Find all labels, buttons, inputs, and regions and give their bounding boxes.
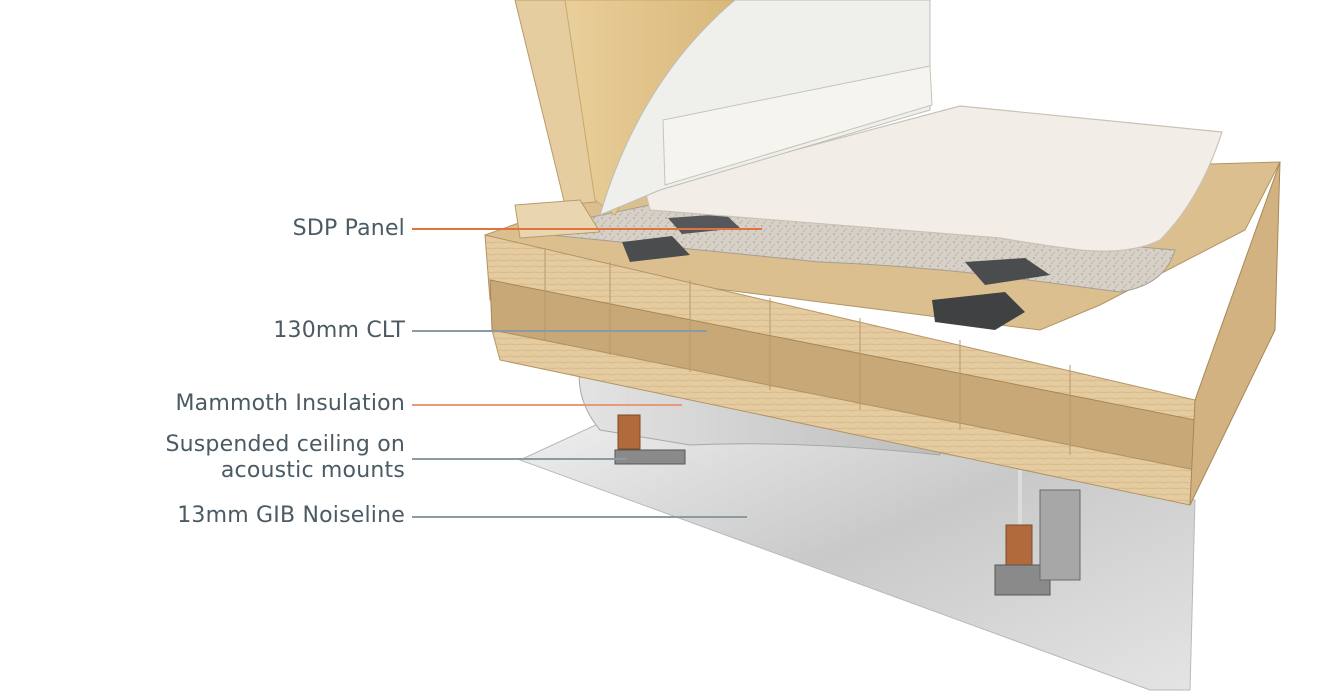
rubber-pad xyxy=(622,236,690,262)
label-suspended-ceiling: Suspended ceiling on acoustic mounts xyxy=(165,432,405,484)
leader-insulation xyxy=(412,404,682,406)
leader-sdp-panel xyxy=(412,228,762,230)
rubber-pad xyxy=(932,292,1025,330)
leader-clt xyxy=(412,330,707,332)
acoustic-mount-right xyxy=(994,470,1081,596)
leader-suspended-ceiling xyxy=(412,458,627,460)
label-clt: 130mm CLT xyxy=(273,318,405,343)
label-suspended-ceiling-line2: acoustic mounts xyxy=(220,458,405,483)
label-sdp-panel: SDP Panel xyxy=(292,216,405,241)
label-insulation: Mammoth Insulation xyxy=(175,391,405,416)
acoustic-mount-left xyxy=(614,360,686,465)
rubber-pad xyxy=(965,258,1050,285)
leader-gib xyxy=(412,516,747,518)
clt-right-face xyxy=(1189,161,1281,506)
label-suspended-ceiling-line1: Suspended ceiling on xyxy=(165,432,405,457)
skirting-board xyxy=(662,65,933,186)
sdp-floor-panel xyxy=(644,105,1223,252)
label-gib: 13mm GIB Noiseline xyxy=(177,503,405,528)
